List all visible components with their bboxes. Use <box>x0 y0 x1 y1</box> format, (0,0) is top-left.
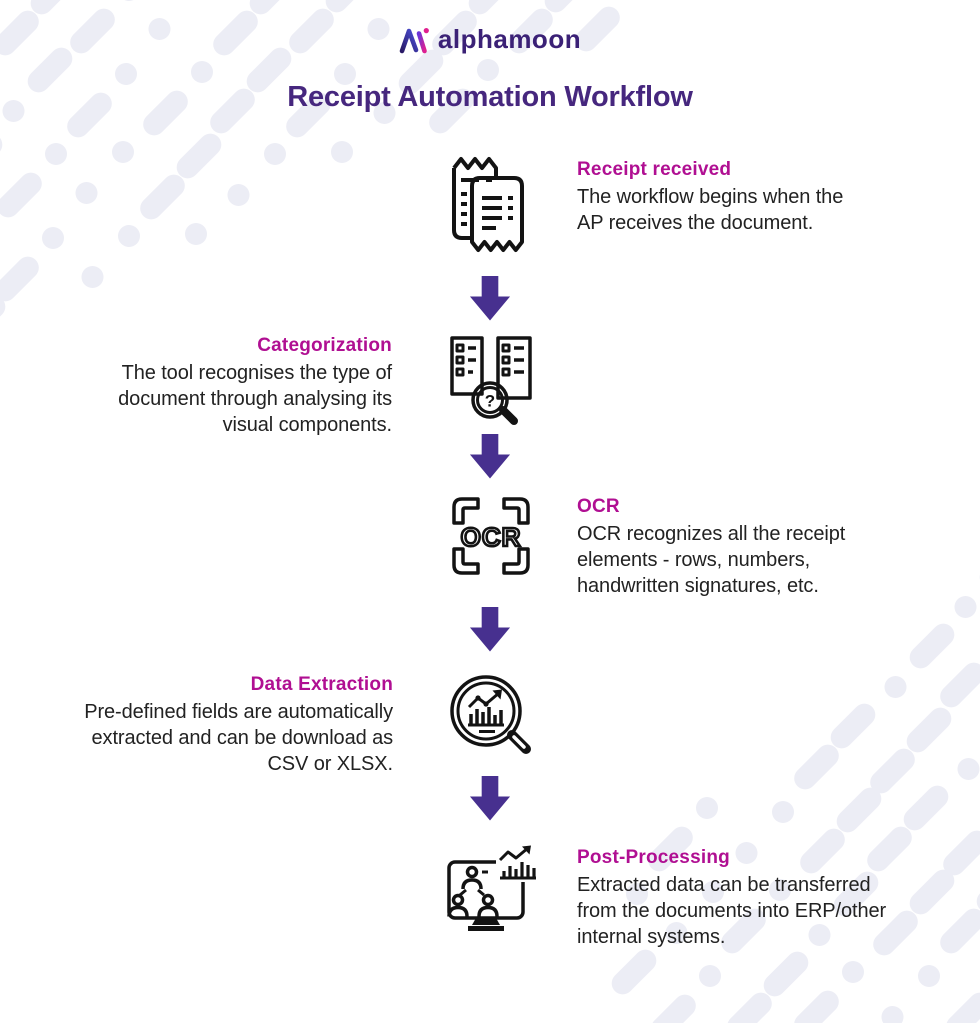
step-heading: Categorization <box>257 335 392 356</box>
alphamoon-logo-icon <box>399 27 429 53</box>
monitor-orgchart-icon <box>447 844 540 931</box>
chart-magnifier-icon <box>450 675 531 754</box>
step-data-extraction: Data Extraction Pre-defined fields are a… <box>50 674 393 777</box>
step-description: OCR recognizes all the receipt elements … <box>577 523 846 597</box>
ocr-glyph: OCR <box>461 522 522 552</box>
question-mark-glyph: ? <box>485 392 495 411</box>
logo-wordmark: alphamoon <box>437 24 582 54</box>
down-arrow-icon <box>469 276 511 321</box>
step-heading: Post-Processing <box>577 847 730 868</box>
page-title: Receipt Automation Workflow <box>287 81 693 113</box>
step-heading: Data Extraction <box>250 674 393 695</box>
step-receipt-received: Receipt received The workflow begins whe… <box>577 159 887 236</box>
step-description: The tool recognises the type of document… <box>118 362 392 436</box>
down-arrow-icon <box>469 434 511 479</box>
step-categorization: Categorization The tool recognises the t… <box>52 335 392 438</box>
step-ocr: OCR OCR recognizes all the receipt eleme… <box>577 496 897 599</box>
step-heading: OCR <box>577 496 620 517</box>
step-description: Pre-defined fields are automatically ext… <box>84 701 393 775</box>
categorization-magnifier-icon: ? <box>450 336 532 425</box>
ocr-scan-frame-icon: OCR <box>452 497 530 575</box>
down-arrow-icon <box>469 607 511 652</box>
receipt-icon <box>452 157 524 252</box>
step-description: Extracted data can be transferred from t… <box>577 874 887 948</box>
step-description: The workflow begins when the AP receives… <box>577 186 844 234</box>
down-arrow-icon <box>469 776 511 821</box>
step-heading: Receipt received <box>577 159 732 180</box>
logo: alphamoon <box>0 24 980 55</box>
step-post-processing: Post-Processing Extracted data can be tr… <box>577 847 907 950</box>
